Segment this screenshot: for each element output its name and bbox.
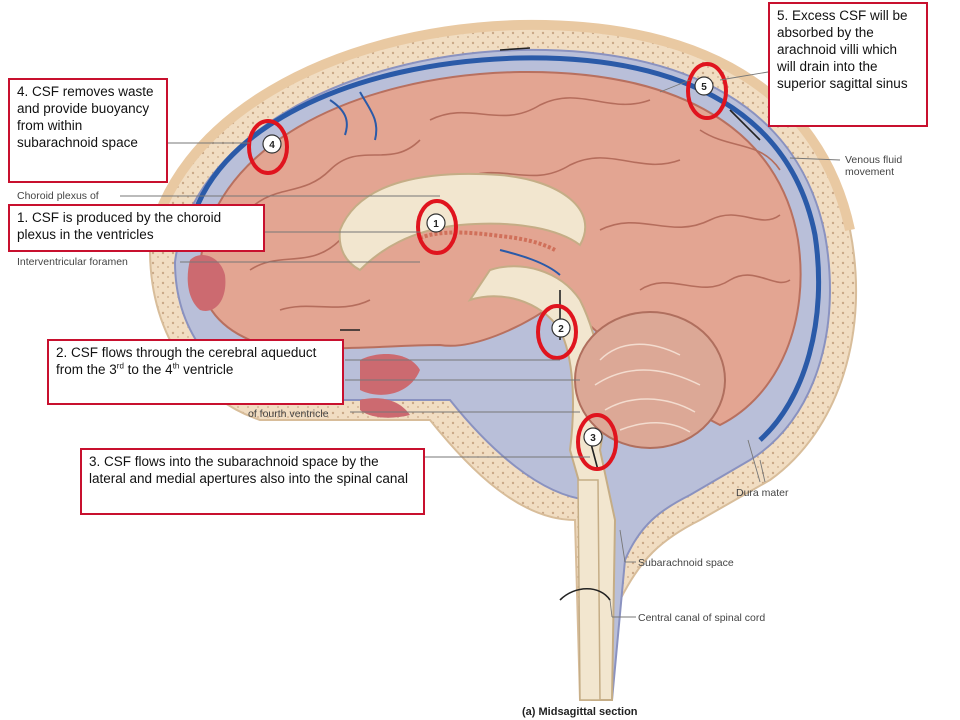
marker-1: 1 [416,199,458,255]
figure-caption: (a) Midsagittal section [522,706,638,718]
callout-4: 4. CSF removes waste and provide buoyanc… [8,78,168,183]
label-subarachnoid-space: Subarachnoid space [638,557,734,569]
callout-5: 5. Excess CSF will be absorbed by the ar… [768,2,928,127]
marker-3-number: 3 [590,433,596,444]
marker-5: 5 [686,62,728,120]
cerebellum [574,311,726,449]
nasal-region [360,398,410,418]
cortical-veins [329,91,561,276]
callout-1: 1. CSF is produced by the choroid plexus… [8,204,265,252]
callout-4-text: 4. CSF removes waste and provide buoyanc… [17,84,154,150]
gyri [239,97,791,311]
callout-2-text-a: 2. CSF flows through the cerebral aquedu… [56,345,317,377]
marker-1-number: 1 [433,219,439,230]
marker-2: 2 [536,304,578,360]
marker-4-number: 4 [269,140,275,151]
label-central-canal: Central canal of spinal cord [638,612,766,624]
label-dura-mater: Dura mater [736,487,789,499]
callout-1-text: 1. CSF is produced by the choroid plexus… [17,210,222,242]
callout-2-text-c: ventricle [179,362,234,377]
callout-5-text: 5. Excess CSF will be absorbed by the ar… [777,8,908,91]
sphenoid-sinus [360,354,420,395]
callout-2: 2. CSF flows through the cerebral aquedu… [47,339,344,405]
label-fourth-ventricle: of fourth ventricle [248,408,329,420]
callout-2-sup-a: rd [116,361,124,371]
marker-5-number: 5 [701,82,707,93]
callout-2-sup-b: th [172,361,180,371]
corpus-callosum [338,172,587,272]
marker-3: 3 [576,413,618,471]
label-interventricular-foramen: Interventricular foramen [17,256,128,268]
spinal-cord [577,479,601,701]
callout-3: 3. CSF flows into the subarachnoid space… [80,448,425,515]
leader-lines [120,71,841,618]
choroid-plexus [419,230,556,252]
cerebellum-folia [594,343,701,433]
frontal-sinus [187,255,226,311]
marker-2-number: 2 [558,324,564,335]
label-choroid-plexus: Choroid plexus of [17,190,99,202]
callout-3-text: 3. CSF flows into the subarachnoid space… [89,454,408,486]
marker-4: 4 [247,119,289,175]
label-venous-fluid: Venous fluid movement [845,154,903,178]
callout-2-text-b: to the 4 [123,362,173,377]
